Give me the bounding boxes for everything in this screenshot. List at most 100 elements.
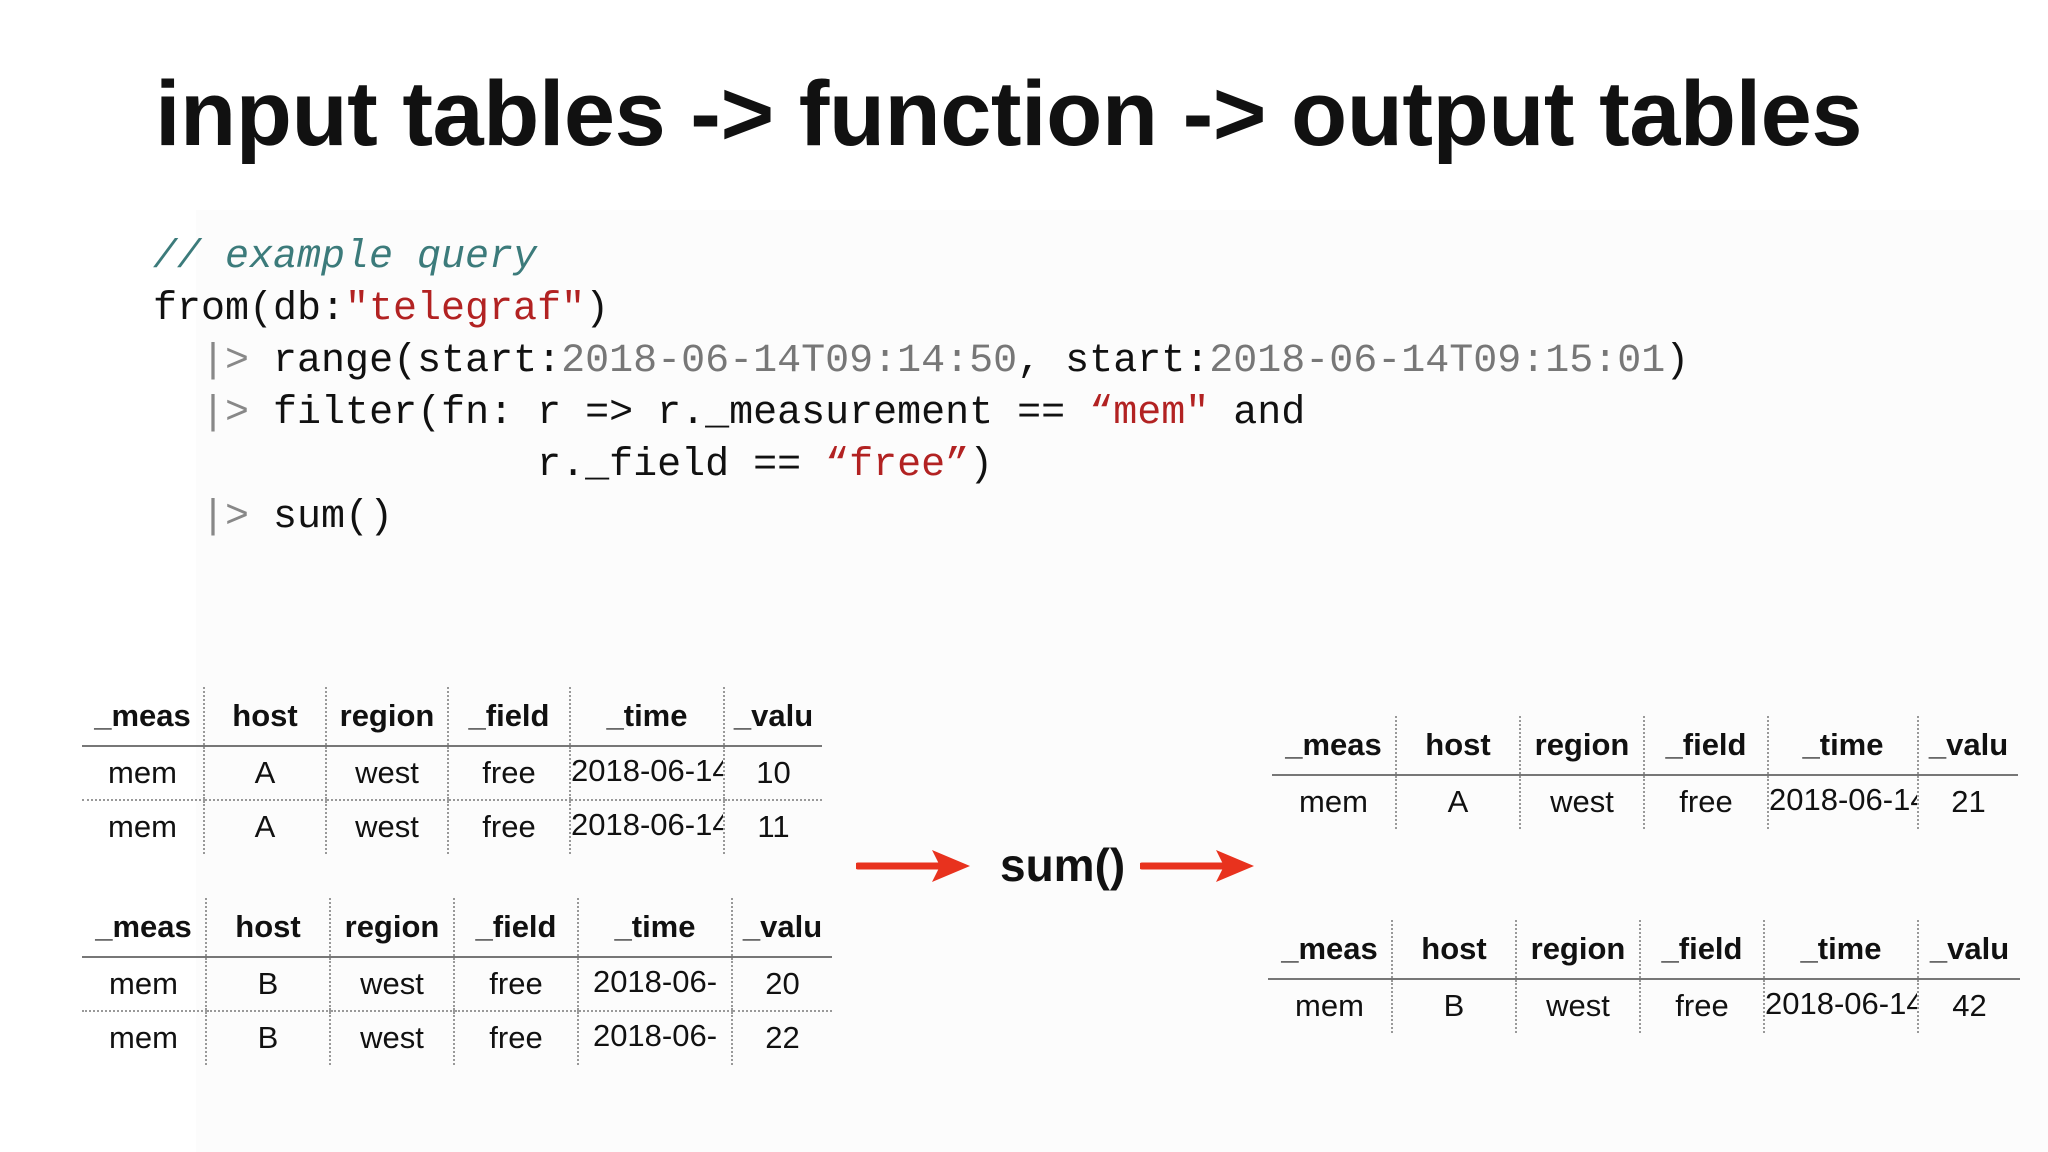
arrow-right-icon bbox=[856, 850, 970, 882]
cell-meas: mem bbox=[1299, 784, 1368, 819]
table-row: mem A west free 2018-06-14T09:1 11 bbox=[82, 800, 822, 854]
table-header-row: _meas host region _field _time _valu bbox=[1268, 920, 2020, 980]
cell-host: B bbox=[1391, 979, 1516, 1033]
column-header: host bbox=[1395, 716, 1520, 776]
cell-field: free bbox=[1639, 979, 1764, 1033]
cell-field: free bbox=[447, 746, 570, 801]
column-header: host bbox=[1391, 920, 1516, 980]
cell-field: free bbox=[447, 800, 570, 854]
code-sum-call: sum() bbox=[273, 495, 394, 540]
column-header: _valu bbox=[731, 898, 832, 958]
cell-region: west bbox=[325, 800, 448, 854]
cell-value: 22 bbox=[731, 1011, 832, 1065]
cell-value: 20 bbox=[731, 957, 832, 1012]
cell-host: A bbox=[203, 800, 326, 854]
cell-time: 2018-06- bbox=[577, 957, 732, 1012]
code-db-string: "telegraf" bbox=[345, 287, 586, 332]
code-line-range: |> range(start:2018-06-14T09:14:50, star… bbox=[153, 336, 1689, 388]
table-row: mem A west free 2018-06-14T09:1 10 bbox=[82, 746, 822, 801]
output-table-2: _meas host region _field _time _valu mem… bbox=[1268, 920, 2020, 1033]
column-header: host bbox=[205, 898, 330, 958]
column-header: _field bbox=[447, 687, 570, 747]
cell-time: 2018-06-14T09:1 bbox=[1767, 775, 1918, 829]
column-header: _meas bbox=[82, 687, 204, 747]
code-line-comment: // example query bbox=[153, 232, 1689, 284]
cell-value: 11 bbox=[723, 800, 822, 854]
slide-title: input tables -> function -> output table… bbox=[155, 63, 1863, 165]
column-header: _meas bbox=[82, 898, 206, 958]
cell-time: 2018-06-14T09:1 bbox=[569, 800, 724, 854]
table-row: mem B west free 2018-06-14T09:15 42 bbox=[1268, 979, 2020, 1033]
code-range-suffix: ) bbox=[1665, 339, 1690, 384]
pipe-operator: |> bbox=[201, 391, 250, 436]
cell-host: A bbox=[203, 746, 326, 801]
cell-field: free bbox=[453, 957, 578, 1012]
column-header: _time bbox=[569, 687, 724, 747]
column-header: _time bbox=[577, 898, 732, 958]
cell-time: 2018-06-14T09:1 bbox=[569, 746, 724, 801]
code-mem-string: “mem" bbox=[1089, 391, 1210, 436]
code-line-sum: |> sum() bbox=[153, 492, 1689, 544]
function-label: sum() bbox=[1000, 839, 1126, 891]
column-header: region bbox=[1515, 920, 1640, 980]
code-filter-and: and bbox=[1209, 391, 1306, 436]
column-header: _field bbox=[453, 898, 578, 958]
column-header: _meas bbox=[1268, 920, 1392, 980]
code-line-filter: |> filter(fn: r => r._measurement == “me… bbox=[153, 388, 1689, 440]
column-header: host bbox=[203, 687, 326, 747]
table-row: mem B west free 2018-06- 20 bbox=[82, 957, 832, 1012]
column-header: _valu bbox=[723, 687, 822, 747]
column-header: _time bbox=[1767, 716, 1918, 776]
code-range-prefix: range(start: bbox=[273, 339, 562, 384]
cell-field: free bbox=[453, 1011, 578, 1065]
column-header: region bbox=[325, 687, 448, 747]
code-range-mid: , start: bbox=[1017, 339, 1210, 384]
pipe-operator: |> bbox=[201, 339, 250, 384]
column-header: region bbox=[1519, 716, 1644, 776]
column-header: _time bbox=[1763, 920, 1918, 980]
input-table-2: _meas host region _field _time _valu mem… bbox=[82, 898, 832, 1065]
column-header: _field bbox=[1643, 716, 1768, 776]
cell-meas: mem bbox=[109, 1020, 178, 1055]
cell-meas: mem bbox=[82, 957, 206, 1012]
cell-region: west bbox=[1515, 979, 1640, 1033]
code-free-string: “free” bbox=[825, 443, 970, 488]
cell-meas: mem bbox=[108, 809, 177, 844]
column-header: _meas bbox=[1272, 716, 1396, 776]
code-line-field: r._field == “free”) bbox=[153, 440, 1689, 492]
code-field-suffix: ) bbox=[969, 443, 994, 488]
code-range-stop: 2018-06-14T09:15:01 bbox=[1209, 339, 1666, 384]
cell-value: 42 bbox=[1917, 979, 2020, 1033]
code-comment: // example query bbox=[153, 235, 538, 280]
cell-value: 21 bbox=[1917, 775, 2018, 829]
table-row: mem B west free 2018-06- 22 bbox=[82, 1011, 832, 1065]
cell-value: 10 bbox=[723, 746, 822, 801]
cell-region: west bbox=[1519, 775, 1644, 829]
code-field-prefix: r._field == bbox=[537, 443, 826, 488]
cell-time: 2018-06- bbox=[577, 1011, 732, 1065]
code-line-from: from(db:"telegraf") bbox=[153, 284, 1689, 336]
cell-region: west bbox=[329, 1011, 454, 1065]
code-from-suffix: ) bbox=[585, 287, 610, 332]
cell-meas: mem bbox=[1295, 988, 1364, 1023]
input-table-1: _meas host region _field _time _valu mem… bbox=[82, 687, 822, 854]
pipe-operator: |> bbox=[201, 495, 250, 540]
cell-host: A bbox=[1395, 775, 1520, 829]
column-header: region bbox=[329, 898, 454, 958]
cell-host: B bbox=[205, 957, 330, 1012]
column-header: _valu bbox=[1917, 716, 2018, 776]
cell-region: west bbox=[329, 957, 454, 1012]
column-header: _valu bbox=[1917, 920, 2020, 980]
cell-meas: mem bbox=[82, 746, 204, 801]
column-header: _field bbox=[1639, 920, 1764, 980]
cell-region: west bbox=[325, 746, 448, 801]
cell-field: free bbox=[1643, 775, 1768, 829]
code-block: // example query from(db:"telegraf") |> … bbox=[153, 232, 1689, 544]
table-header-row: _meas host region _field _time _valu bbox=[82, 687, 822, 747]
table-header-row: _meas host region _field _time _valu bbox=[82, 898, 832, 958]
code-from-prefix: from(db: bbox=[153, 287, 346, 332]
code-filter-prefix: filter(fn: r => r._measurement == bbox=[273, 391, 1090, 436]
code-range-start: 2018-06-14T09:14:50 bbox=[561, 339, 1018, 384]
arrow-right-icon bbox=[1140, 850, 1254, 882]
table-header-row: _meas host region _field _time _valu bbox=[1272, 716, 2018, 776]
